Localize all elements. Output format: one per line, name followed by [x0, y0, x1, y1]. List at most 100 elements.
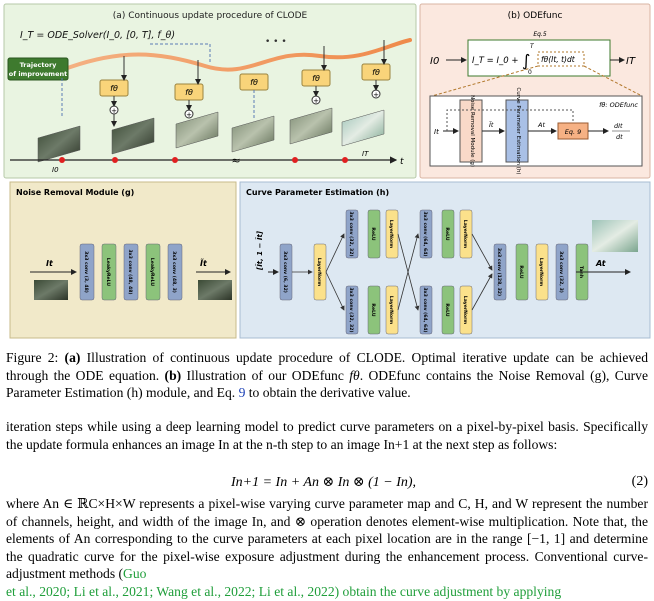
curve-layer-bottom	[441, 285, 455, 335]
trajectory-curve	[60, 38, 412, 72]
svg-text:Eq. 9: Eq. 9	[565, 128, 582, 136]
noise-input-image	[34, 280, 68, 300]
eq-label: Eq.5	[533, 31, 547, 38]
caption-b-text-3: to obtain the derivative value.	[248, 385, 411, 401]
curve-layer-top-label: 3x3 conv (64, 64)	[422, 211, 428, 256]
curve-layer-bottom	[345, 285, 359, 335]
panel-a-title: (a) Continuous update procedure of CLODE	[113, 11, 308, 21]
svg-text:fθ: fθ	[372, 68, 380, 77]
noise-layer-label: 3x3 conv (48, 48)	[127, 249, 133, 294]
svg-text:IT: IT	[362, 150, 369, 158]
trajectory-label-2: of improvement	[9, 70, 67, 78]
svg-text:At: At	[537, 121, 545, 129]
noise-removal-panel: Noise Removal Module (g) It 3x3 conv (3,…	[9, 181, 237, 339]
curve-layer-bottom-label: ReLU	[444, 303, 450, 316]
noise-layer	[123, 243, 139, 301]
curve-layer	[515, 243, 529, 301]
noise-output-image	[198, 280, 232, 300]
curve-layer-bottom	[419, 285, 433, 335]
curve-layer-top	[345, 209, 359, 259]
curve-layer-label: ReLU	[518, 265, 524, 278]
trajectory-label: Trajectory	[20, 61, 58, 69]
curve-layer-bottom-label: 3x3 conv (32, 32)	[348, 287, 354, 332]
caption-label: Figure 2:	[6, 350, 59, 365]
curve-layer-label: 3x3 conv (32, 3)	[558, 251, 564, 293]
body-paragraph-1: iteration steps while using a deep learn…	[6, 419, 648, 452]
noise-panel-title: Noise Removal Module (g)	[16, 188, 134, 197]
svg-text:fθ(It, t)dt: fθ(It, t)dt	[541, 55, 576, 64]
curve-layer-bottom-label: LayerNorm	[462, 296, 468, 325]
update-step-5: fθ + IT	[341, 40, 391, 158]
caption-b-marker: (b)	[164, 367, 182, 383]
caption-b-text-2: . ODEfunc contains the Noise Removal (g)…	[6, 367, 648, 401]
update-step-1: fθ + I0	[37, 56, 129, 174]
panel-a: (a) Continuous update procedure of CLODE…	[3, 3, 417, 179]
figure-2: (a) Continuous update procedure of CLODE…	[3, 3, 651, 339]
update-step-2: fθ +	[111, 43, 219, 155]
time-axis-label: t	[400, 157, 404, 167]
noise-layer-label: 3x3 conv (48, 3)	[171, 251, 177, 293]
noise-layer	[145, 243, 161, 301]
update-step-4: fθ +	[289, 46, 333, 145]
svg-text:Curve Parameter Estimation (h): Curve Parameter Estimation (h)	[515, 87, 521, 174]
curve-layer-top-label: ReLU	[444, 227, 450, 240]
svg-text:0: 0	[528, 69, 532, 76]
svg-text:Noise Removal Module (g): Noise Removal Module (g)	[469, 95, 475, 167]
equation-body: In+1 = In + An ⊗ In ⊗ (1 − In),	[231, 475, 417, 490]
caption-eq-link[interactable]: 9	[238, 385, 246, 401]
curve-layer-bottom-label: LayerNorm	[388, 296, 394, 325]
curve-panel-title: Curve Parameter Estimation (h)	[246, 188, 389, 197]
caption-a-marker: (a)	[64, 350, 81, 365]
panel-b-it-out: IT	[626, 56, 636, 67]
timeline-point	[112, 157, 118, 163]
svg-text:fθ: fθ	[250, 78, 258, 87]
svg-text:+: +	[111, 107, 117, 115]
noise-layer	[167, 243, 183, 301]
curve-layer-label: 3x3 conv (128, 32)	[496, 248, 502, 296]
curve-layer	[535, 243, 549, 301]
update-step-3: • • • fθ	[231, 37, 287, 153]
noise-layer-label: 3x3 conv (3, 48)	[83, 251, 89, 293]
panel-b: (b) ODEfunc Eq.5 I0 I_T = I_0 + ∫ T 0 fθ…	[419, 3, 651, 179]
curve-layer-label: 3x3 conv (6, 32)	[282, 251, 288, 293]
caption-b-text: Illustration of our ODEfunc	[186, 367, 344, 383]
timeline-point	[342, 157, 348, 163]
trajectory-label-box	[7, 57, 69, 81]
citation-guo[interactable]: Guo	[123, 566, 147, 582]
caption-symbol: fθ	[349, 367, 360, 383]
curve-layer-bottom	[367, 285, 381, 335]
panel-b-title: (b) ODEfunc	[508, 11, 563, 21]
panel-a-dots: • • •	[265, 37, 287, 47]
svg-text:fθ: fθ	[185, 88, 193, 97]
panel-b-i0: I0	[430, 56, 439, 67]
axis-break: ≈	[231, 154, 240, 167]
svg-text:∫: ∫	[522, 51, 530, 70]
svg-text:It: It	[434, 128, 439, 136]
figure-caption: Figure 2: (a) Illustration of continuous…	[6, 349, 648, 402]
curve-layer-top-label: LayerNorm	[462, 220, 468, 249]
svg-text:+: +	[373, 91, 379, 99]
ode-solver-formula: I_T = ODE_Solver(I_0, [0, T], f_θ)	[20, 30, 175, 41]
curve-layer-bottom-label: 3x3 conv (64, 64)	[422, 287, 428, 332]
noise-layer-label: LeakyReLU	[149, 258, 155, 287]
curve-layer	[493, 243, 507, 301]
svg-text:dt: dt	[616, 133, 623, 141]
citation-continuation[interactable]: et al., 2020; Li et al., 2021; Wang et a…	[6, 583, 562, 599]
svg-text:fθ: fθ	[110, 84, 118, 93]
noise-layer	[101, 243, 117, 301]
caption-a-text: Illustration of continuous update proced…	[6, 350, 648, 383]
svg-text:I0: I0	[52, 166, 59, 174]
timeline-point	[292, 157, 298, 163]
curve-layer	[555, 243, 569, 301]
curve-layer-top	[367, 209, 381, 259]
noise-layer	[79, 243, 95, 301]
curve-layer-top-label: LayerNorm	[388, 220, 394, 249]
curve-layer-label: LayerNorm	[538, 258, 544, 287]
svg-text:+: +	[313, 97, 319, 105]
svg-text:fθ: fθ	[312, 74, 320, 83]
curve-layer-top	[441, 209, 455, 259]
svg-text:I_T = I_0 +: I_T = I_0 +	[472, 56, 518, 66]
para2-text: where An ∈ ℝC×H×W represents a pixel-wis…	[6, 496, 648, 582]
equation-number: (2)	[631, 474, 648, 489]
noise-layer-label: LeakyReLU	[105, 258, 111, 287]
